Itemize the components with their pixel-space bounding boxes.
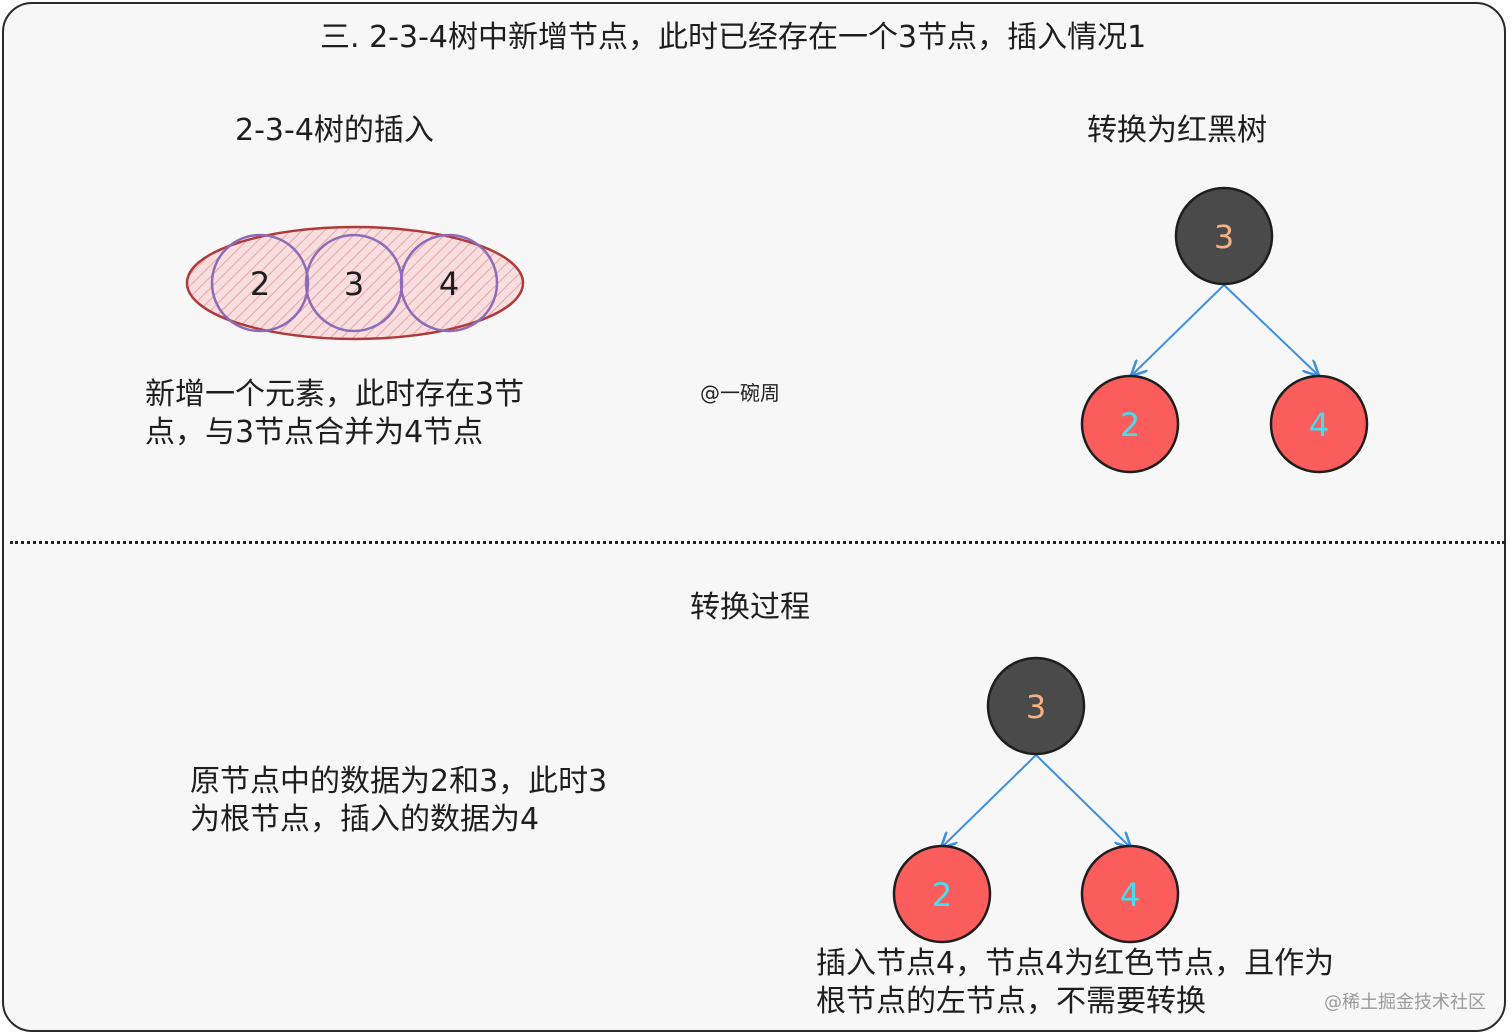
rb-root-key: 3 [1214,218,1234,256]
conv-right-node [1080,844,1180,944]
group-key-4: 4 [439,265,459,303]
conv-left-node [892,844,992,944]
rb-left-key: 2 [1120,406,1140,444]
process-left-line1: 原节点中的数据为2和3，此时3 [190,764,608,799]
process-left-line2: 为根节点，插入的数据为4 [190,802,540,837]
conv-root-key: 3 [1026,688,1046,726]
insert-description: 新增一个元素，此时存在3节 点，与3节点合并为4节点 [145,376,524,452]
rb-edge-right [1223,284,1318,375]
group-node-2 [210,233,310,333]
process-right-line2: 根节点的左节点，不需要转换 [816,984,1206,1019]
group-key-3: 3 [344,265,364,303]
conv-right-key: 4 [1120,876,1140,914]
process-description-right: 插入节点4，节点4为红色节点，且作为 根节点的左节点，不需要转换 [816,945,1334,1021]
rb-left-node [1080,374,1180,474]
process-heading: 转换过程 [690,590,810,625]
group-key-2: 2 [250,265,270,303]
insert-heading: 2-3-4树的插入 [235,113,434,148]
insert-description-line1: 新增一个元素，此时存在3节 [145,377,525,412]
insert-description-line2: 点，与3节点合并为4节点 [145,415,484,450]
author-credit: @一碗周 [700,381,780,405]
rb-root-node [1174,186,1274,286]
rb-right-key: 4 [1309,406,1329,444]
process-description-left: 原节点中的数据为2和3，此时3 为根节点，插入的数据为4 [190,763,607,839]
rb-right-node [1269,374,1369,474]
diagram-title: 三. 2-3-4树中新增节点，此时已经存在一个3节点，插入情况1 [320,20,1147,55]
conv-edge-left [942,754,1037,847]
conv-root-node [986,656,1086,756]
conv-edge-right [1035,754,1130,847]
convert-heading: 转换为红黑树 [1087,113,1267,148]
section-divider [10,541,1505,544]
process-right-line1: 插入节点4，节点4为红色节点，且作为 [816,946,1335,981]
rb-edge-left [1132,284,1225,375]
group-node-4 [399,233,499,333]
watermark-text: @稀土掘金技术社区 [1324,992,1486,1013]
conv-left-key: 2 [932,876,952,914]
four-node-ellipse [185,225,525,341]
